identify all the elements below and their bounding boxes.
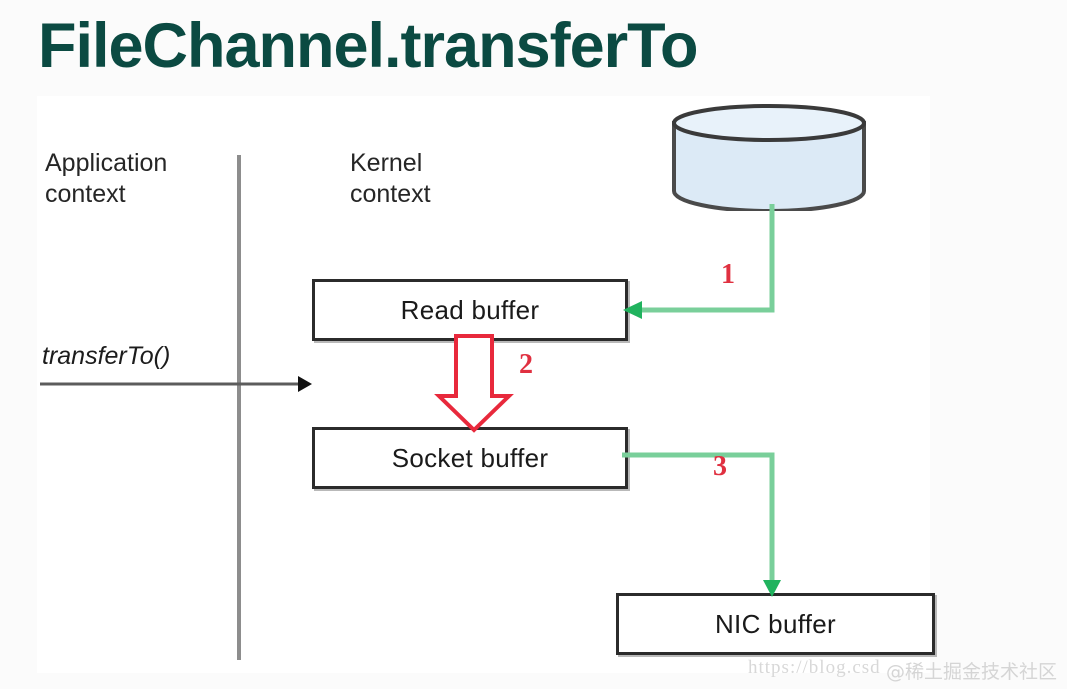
disk-cylinder-icon	[672, 104, 866, 211]
step-number-3: 3	[713, 451, 727, 482]
nic-buffer-box: NIC buffer	[616, 593, 935, 655]
nic-buffer-label: NIC buffer	[714, 608, 836, 639]
transferto-arrow-icon	[40, 376, 312, 392]
step-number-2: 2	[519, 349, 533, 380]
read-buffer-label: Read buffer	[400, 294, 540, 325]
step-2-arrow-icon	[434, 334, 514, 433]
socket-buffer-label: Socket buffer	[391, 442, 549, 473]
watermark-url: https://blog.csd	[748, 657, 881, 678]
watermark-brand: @稀土掘金技术社区	[886, 661, 1058, 683]
page-title: FileChannel.transferTo	[38, 11, 698, 81]
application-context-label: Application context	[45, 149, 168, 208]
step-3-arrow-icon	[622, 452, 781, 597]
kernel-context-label: Kernel context	[350, 149, 431, 208]
read-buffer-box: Read buffer	[312, 279, 628, 341]
step-number-1: 1	[721, 259, 735, 290]
transferto-call-label: transferTo()	[42, 342, 171, 370]
context-divider-line	[237, 155, 241, 660]
socket-buffer-box: Socket buffer	[312, 427, 628, 489]
step-1-arrow-icon	[623, 204, 775, 319]
diagram-canvas: Application context Kernel context trans…	[37, 96, 935, 673]
